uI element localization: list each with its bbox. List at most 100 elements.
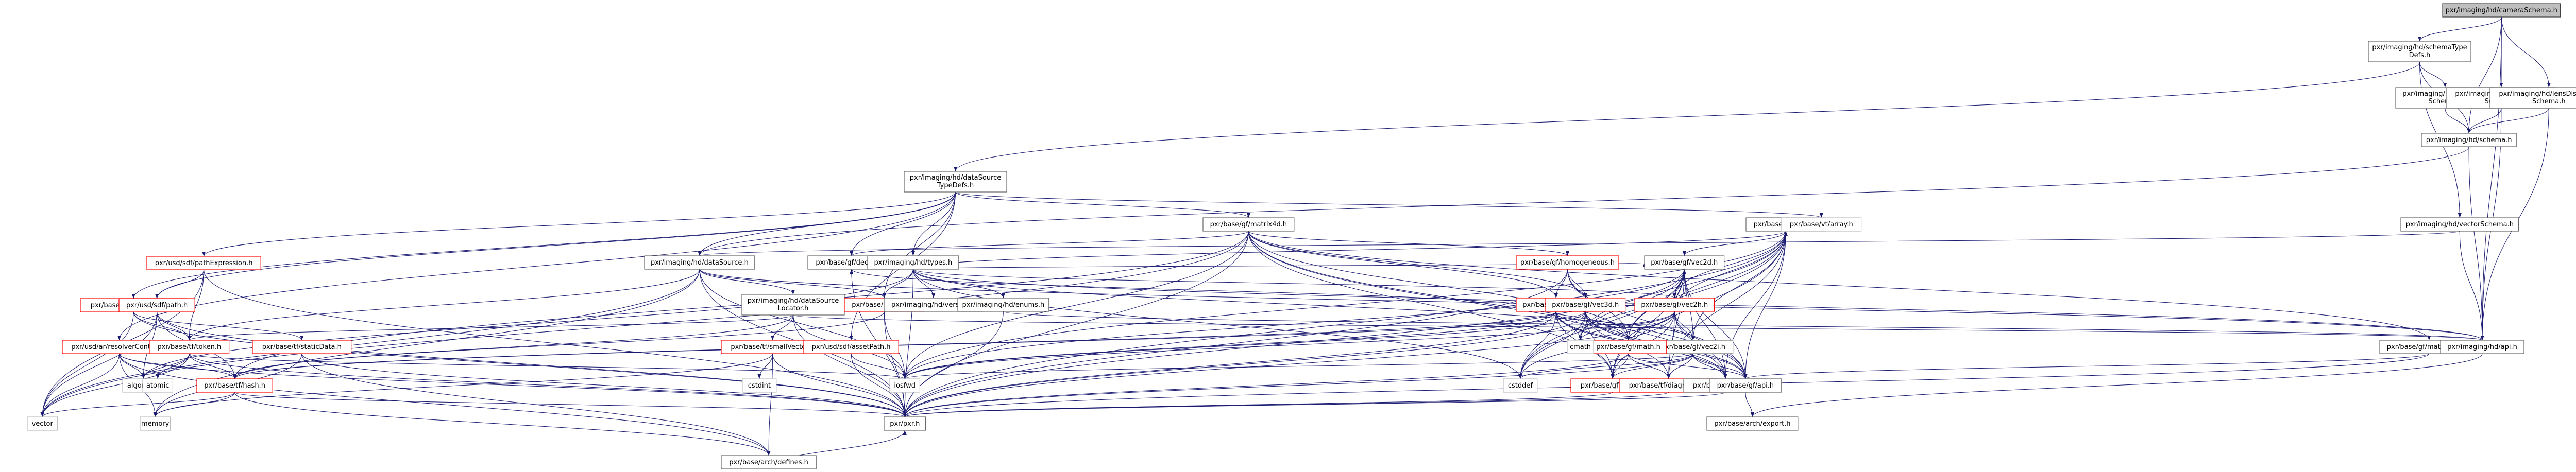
- node-box: [1590, 340, 1667, 354]
- dependency-edge: [2468, 108, 2502, 134]
- graph-node-types[interactable]: pxr/imaging/hd/types.h: [867, 255, 959, 270]
- graph-node-vec3d[interactable]: pxr/base/gf/vec3d.h: [1545, 298, 1626, 312]
- node-label: vector: [32, 420, 54, 428]
- graph-node-gf-api[interactable]: pxr/base/gf/api.h: [1709, 378, 1782, 393]
- graph-node-lens-distortion-schema[interactable]: pxr/imaging/hd/lensDistortionSchema.h: [2489, 87, 2576, 109]
- graph-node-arch-export[interactable]: pxr/base/arch/export.h: [1706, 416, 1799, 431]
- dependency-edge: [133, 311, 302, 341]
- edge-arrowhead: [1626, 336, 1631, 340]
- dependency-edge: [2419, 16, 2502, 42]
- dependency-edge: [1248, 231, 1586, 299]
- node-label: pxr/imaging/hd/vectorSchema.h: [2406, 221, 2514, 229]
- edge-arrowhead: [1001, 293, 1005, 298]
- graph-node-token[interactable]: pxr/base/tf/token.h: [149, 340, 230, 354]
- dependency-edge: [204, 191, 956, 257]
- graph-node-vec2h[interactable]: pxr/base/gf/vec2h.h: [1634, 298, 1715, 312]
- graph-node-data-source[interactable]: pxr/imaging/hd/dataSource.h: [644, 255, 755, 270]
- graph-node-schema[interactable]: pxr/imaging/hd/schema.h: [2421, 133, 2517, 147]
- edge-arrowhead: [698, 251, 702, 256]
- dependency-edge: [1684, 231, 1786, 256]
- dependency-edge: [2459, 231, 2483, 341]
- graph-node-sdf-path[interactable]: pxr/usd/sdf/path.h: [118, 298, 195, 312]
- dependency-edge: [189, 353, 905, 379]
- dependency-edge: [904, 231, 1786, 417]
- dependency-edge: [955, 61, 2420, 172]
- node-box: [1644, 255, 1725, 270]
- node-label: pxr/base/gf/math.h: [1596, 343, 1660, 351]
- dependency-edge: [793, 314, 2483, 341]
- node-label: pxr/imaging/hd/schemaType: [2372, 44, 2467, 51]
- dependency-edge: [904, 311, 1675, 379]
- graph-node-path-expression[interactable]: pxr/usd/sdf/pathExpression.h: [146, 256, 261, 270]
- edge-arrowhead: [767, 451, 771, 456]
- node-box: [149, 340, 230, 354]
- graph-node-pxr[interactable]: pxr/pxr.h: [884, 416, 926, 431]
- dependency-edge: [42, 353, 120, 417]
- graph-node-arch-defines[interactable]: pxr/base/arch/defines.h: [721, 455, 817, 469]
- dependency-edge: [1752, 353, 2483, 417]
- edge-arrowhead: [1750, 412, 1754, 417]
- dependency-edge: [851, 353, 905, 379]
- graph-node-vec2d[interactable]: pxr/base/gf/vec2d.h: [1644, 255, 1725, 270]
- node-label: pxr/imaging/hd/types.h: [874, 259, 953, 267]
- dependency-edge: [1684, 269, 1746, 379]
- graph-node-hash[interactable]: pxr/base/tf/hash.h: [196, 378, 273, 393]
- dependency-edge: [904, 311, 1675, 417]
- edge-arrowhead: [757, 374, 761, 379]
- dependency-edge: [143, 353, 190, 379]
- edge-arrowhead: [233, 374, 237, 379]
- node-label: pxr/usd/sdf/pathExpression.h: [155, 259, 253, 267]
- dependency-edge: [1628, 311, 1675, 341]
- dependency-edge: [1248, 231, 2430, 341]
- graph-node-gf-math[interactable]: pxr/base/gf/math.h: [1590, 340, 1667, 354]
- edge-arrowhead: [2418, 37, 2421, 41]
- node-label: cstddef: [1508, 382, 1533, 390]
- node-label: pxr/imaging/hd/schema.h: [2426, 136, 2512, 144]
- graph-node-homogeneous[interactable]: pxr/base/gf/homogeneous.h: [1516, 255, 1619, 270]
- edge-arrowhead: [791, 290, 795, 294]
- edge-arrowhead: [1743, 374, 1748, 379]
- dependency-edge: [155, 353, 773, 417]
- dependency-edge: [851, 269, 1556, 312]
- graph-node-hd-api[interactable]: pxr/imaging/hd/api.h: [2440, 340, 2524, 354]
- dependency-edge: [912, 231, 1786, 270]
- node-label: pxr/imaging/hd/enums.h: [962, 301, 1044, 309]
- edge-arrowhead: [882, 293, 886, 298]
- dependency-edge: [119, 353, 769, 456]
- node-label: pxr/base/tf/staticData.h: [262, 343, 342, 351]
- graph-node-static-data[interactable]: pxr/base/tf/staticData.h: [252, 340, 352, 354]
- dependency-edge: [1520, 311, 1586, 379]
- edge-arrowhead: [771, 336, 774, 340]
- graph-node-camera-schema: pxr/imaging/hd/cameraSchema.h: [2442, 3, 2561, 18]
- edge-arrowhead: [954, 167, 957, 171]
- node-box: [721, 455, 817, 469]
- node-box: [957, 298, 1049, 312]
- graph-node-enums[interactable]: pxr/imaging/hd/enums.h: [957, 298, 1049, 312]
- node-box: [867, 255, 959, 270]
- edge-arrowhead: [2467, 129, 2471, 133]
- node-box: [142, 378, 174, 393]
- node-label: pxr/imaging/hd/dataSource: [748, 297, 839, 305]
- graph-node-matrix4d[interactable]: pxr/base/gf/matrix4d.h: [1202, 217, 1295, 232]
- node-box: [2421, 133, 2517, 147]
- node-label: memory: [141, 420, 170, 428]
- dependency-edge: [189, 353, 905, 417]
- node-box: [140, 416, 171, 431]
- node-box: [884, 416, 926, 431]
- graph-node-vector-schema[interactable]: pxr/imaging/hd/vectorSchema.h: [2400, 217, 2519, 232]
- node-label: pxr/base/gf/homogeneous.h: [1520, 259, 1615, 267]
- dependency-edge: [1674, 311, 1693, 341]
- edge-arrowhead: [131, 294, 135, 299]
- node-box: [741, 294, 845, 316]
- node-label: cmath: [1570, 343, 1591, 351]
- dependency-edge: [904, 353, 1629, 417]
- node-label: TypeDefs.h: [937, 182, 974, 189]
- edge-arrowhead: [1246, 213, 1250, 218]
- dependency-edge: [884, 269, 913, 299]
- edge-arrowhead: [1682, 251, 1686, 256]
- graph-node-asset-path[interactable]: pxr/usd/sdf/assetPath.h: [803, 340, 899, 354]
- node-label: pxr/base/tf/hash.h: [204, 382, 265, 390]
